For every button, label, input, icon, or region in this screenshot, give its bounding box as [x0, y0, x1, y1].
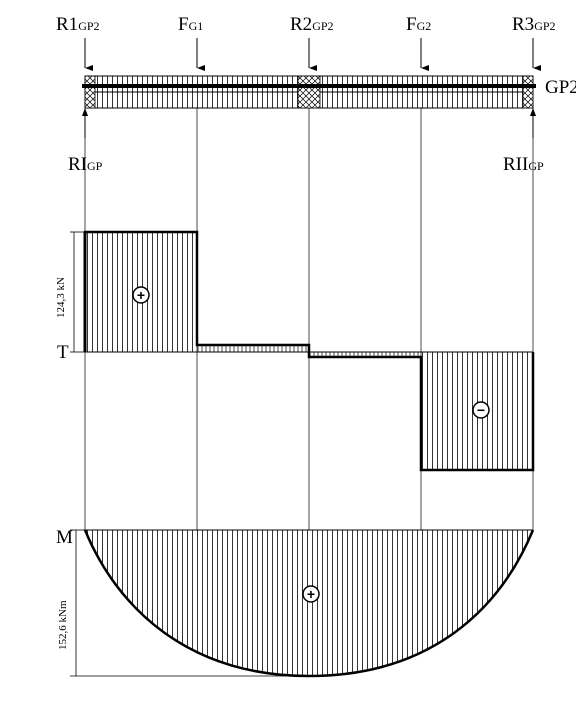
bending-moment-diagram: [83, 529, 535, 678]
svg-text:−: −: [477, 402, 485, 418]
reaction-label-ri: RIGP: [68, 154, 103, 175]
shear-force-diagram: [83, 230, 535, 472]
load-arrows: [84, 38, 541, 71]
beam-gp2: [82, 75, 536, 109]
svg-text:+: +: [137, 287, 145, 303]
moment-dimension-value: 152,6 kNm: [57, 600, 69, 650]
reaction-arrows: [82, 108, 536, 138]
plus-sign-shear: +: [132, 286, 150, 304]
force-label-fg1: FG1: [178, 14, 203, 35]
shear-dimension: [70, 231, 85, 353]
reaction-label-r1: R1GP2: [56, 14, 100, 35]
shear-dimension-value: 124,3 kN: [55, 277, 67, 318]
reaction-label-r3: R3GP2: [512, 14, 556, 35]
reaction-label-rii: RIIGP: [503, 154, 544, 175]
svg-text:+: +: [307, 586, 315, 602]
minus-sign-shear: −: [472, 401, 490, 419]
beam-label: GP2: [545, 77, 576, 98]
force-label-fg2: FG2: [406, 14, 431, 35]
plus-sign-moment: +: [302, 585, 320, 603]
moment-dimension: [70, 529, 309, 677]
reaction-label-r2: R2GP2: [290, 14, 334, 35]
shear-symbol: T: [57, 342, 69, 363]
moment-symbol: M: [56, 527, 73, 548]
